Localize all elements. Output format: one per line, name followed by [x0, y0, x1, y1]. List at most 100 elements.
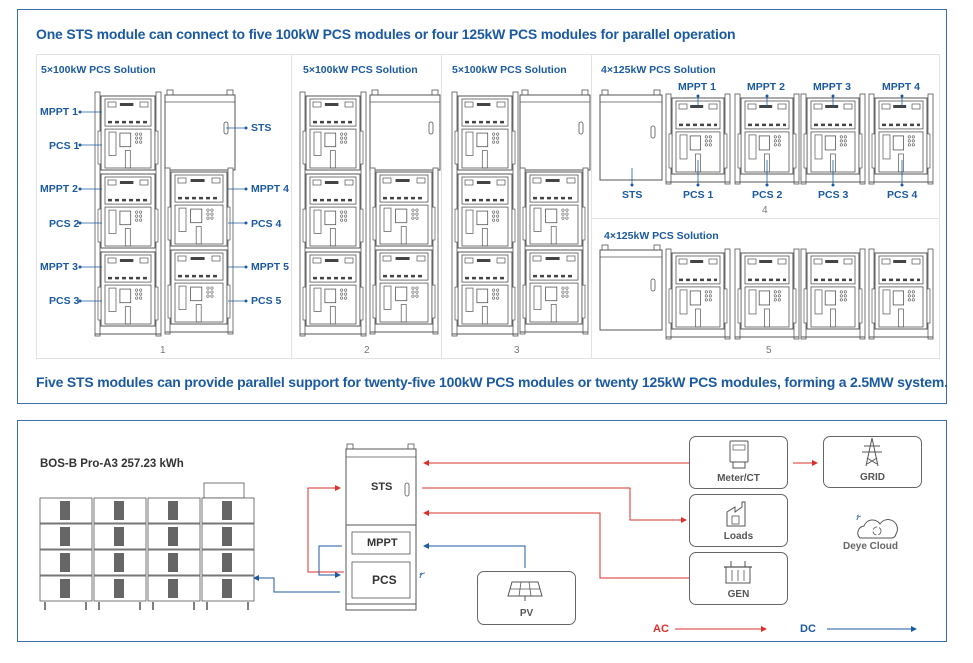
mppt-port — [416, 255, 426, 262]
battery-vent — [60, 553, 70, 572]
mppt-display — [825, 260, 839, 263]
pcs-button — [839, 298, 843, 302]
side-rail — [668, 133, 673, 169]
solution-title-1: 5×100kW PCS Solution — [41, 64, 156, 76]
label-pcs-5: PCS 5 — [251, 295, 282, 307]
leader-dot — [765, 183, 769, 187]
mppt-display — [119, 103, 134, 106]
mppt-port — [813, 258, 823, 265]
side-rail — [154, 286, 159, 321]
mppt-display — [190, 257, 205, 260]
pcs-module — [379, 282, 429, 323]
mppt-display — [190, 179, 205, 182]
side-rail — [154, 208, 159, 243]
pcs-button — [344, 296, 348, 300]
cloud-wifi-icon — [856, 514, 862, 521]
pcs-screen — [476, 288, 489, 304]
pcs-handle — [178, 207, 187, 232]
cell-divider — [592, 218, 940, 219]
pcs-button — [843, 294, 847, 298]
mppt-port — [911, 258, 921, 265]
side-rail — [737, 133, 742, 169]
rack-tower — [665, 248, 731, 340]
pcs-module — [810, 286, 856, 328]
battery-vent — [168, 527, 178, 546]
pcs-terminal — [830, 308, 836, 328]
pcs-button — [139, 218, 143, 222]
battery-vent — [168, 579, 178, 598]
mppt-port — [678, 103, 688, 110]
rack-tower — [519, 167, 589, 335]
pcs-module — [878, 286, 924, 328]
side-rail — [668, 288, 673, 324]
mppt-port — [344, 257, 354, 264]
factory-door — [731, 515, 740, 525]
pcs-terminal — [481, 150, 488, 169]
mppt-display — [476, 259, 491, 262]
mppt-port — [344, 179, 354, 186]
pcs-button — [496, 218, 500, 222]
side-rail — [431, 284, 436, 319]
side-rail — [302, 130, 307, 165]
label-pcs-4: PCS 4 — [251, 218, 282, 230]
sts-handle — [404, 482, 410, 497]
rack-unit — [167, 171, 231, 247]
label-mppt-2: MPPT 2 — [40, 183, 78, 195]
pcs-button — [492, 218, 496, 222]
pcs-button — [135, 288, 139, 292]
solution-5-illustration — [599, 244, 934, 340]
mppt-port — [747, 258, 757, 265]
pcs-button — [911, 143, 915, 147]
side-rail — [359, 286, 364, 321]
rack-unit — [522, 249, 586, 325]
mppt-port — [496, 101, 506, 108]
pcs-screen — [892, 135, 905, 151]
pcs-button — [704, 135, 708, 139]
cabinet-handle — [578, 121, 584, 135]
side-rail — [454, 130, 459, 165]
pcs-button — [907, 290, 911, 294]
pcs-button — [561, 216, 565, 220]
leader-dot — [244, 221, 248, 225]
solution-title-3: 5×100kW PCS Solution — [452, 64, 567, 76]
pcs-terminal — [898, 153, 904, 173]
pcs-button — [496, 210, 500, 214]
leader-dot — [244, 126, 248, 130]
mppt-display — [690, 260, 704, 263]
mppt-port — [107, 101, 117, 108]
pcs-terminal — [764, 308, 770, 328]
tower-post — [164, 167, 171, 335]
pcs-screen — [190, 286, 203, 302]
ac-line-loads — [422, 487, 687, 523]
pcs-handle — [533, 285, 542, 310]
pcs-button — [206, 216, 210, 220]
pcs-button — [777, 294, 781, 298]
pcs-button — [773, 298, 777, 302]
rack-unit — [97, 173, 159, 249]
rack-tower — [734, 248, 800, 340]
label-125-mppt-1: MPPT 1 — [678, 81, 716, 93]
label-mppt-5: MPPT 5 — [251, 261, 289, 273]
leader-dot — [831, 94, 835, 98]
sts-body — [345, 448, 417, 526]
pcs-button — [496, 136, 500, 140]
pcs-screen — [892, 290, 905, 306]
pcs-module — [104, 206, 152, 247]
mppt-display — [545, 257, 560, 260]
leader-dot — [78, 143, 82, 147]
leader-dot — [78, 221, 82, 225]
transmission-tower-icon — [862, 437, 882, 467]
side-rail — [926, 133, 931, 169]
cloud-icon — [856, 514, 898, 539]
panel-grid — [518, 581, 522, 597]
battery-vent — [222, 501, 232, 520]
solution-title-2: 5×100kW PCS Solution — [303, 64, 418, 76]
pcs-button — [411, 294, 415, 298]
rack-tower — [369, 167, 439, 335]
pcs-button — [843, 135, 847, 139]
label-mppt-1: MPPT 1 — [40, 106, 78, 118]
pcs-terminal — [124, 228, 131, 247]
rack-tower — [665, 93, 731, 185]
gen-label: GEN — [727, 589, 750, 600]
